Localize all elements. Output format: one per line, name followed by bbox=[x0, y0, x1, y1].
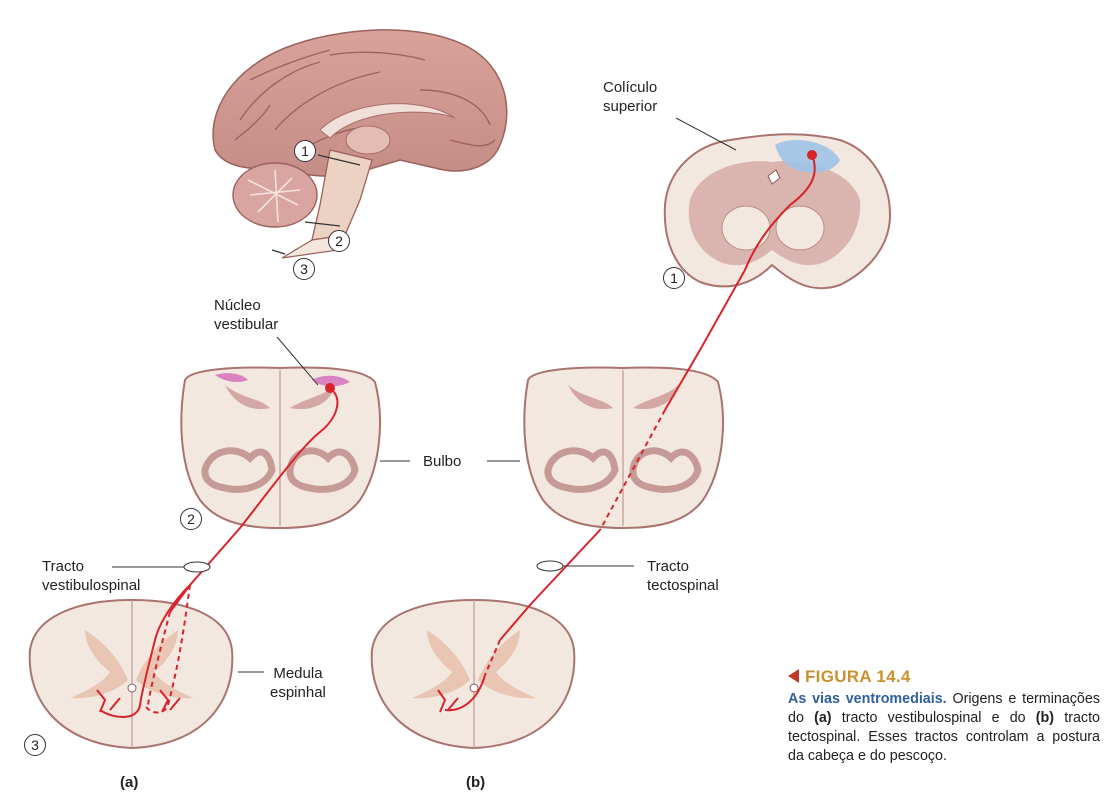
tract-oval-a bbox=[183, 561, 211, 573]
marker-2-medulla: 2 bbox=[180, 508, 202, 530]
caption-title: As vias ventromediais. bbox=[788, 691, 947, 707]
label-coliculo-line1: Colículo bbox=[603, 79, 658, 96]
label-tracto-vest-line1: Tracto bbox=[42, 558, 84, 575]
leader-lines bbox=[112, 117, 737, 673]
superior-colliculus-dot bbox=[807, 150, 817, 160]
label-coliculo-line2: superior bbox=[603, 98, 658, 115]
label-nucleo-line2: vestibular bbox=[214, 316, 279, 333]
vestibulospinal-pathway bbox=[96, 387, 339, 718]
label-tracto-vest-line2: vestibulospinal bbox=[42, 577, 141, 594]
caption-heading: FIGURA 14.4 bbox=[788, 667, 1100, 687]
label-nucleo-vestibular: Núcleo vestibular bbox=[214, 296, 278, 334]
label-tracto-tectospinal: Tracto tectospinal bbox=[647, 557, 719, 595]
vestibular-nucleus-dot bbox=[325, 383, 335, 393]
midbrain-section bbox=[663, 133, 892, 290]
figure-caption: FIGURA 14.4 As vias ventromediais. Orige… bbox=[788, 667, 1100, 766]
marker-1-midbrain: 1 bbox=[663, 267, 685, 289]
spinal-cord-section-a bbox=[28, 598, 234, 750]
caption-ref-a: (a) bbox=[814, 710, 832, 726]
marker-1-brain: 1 bbox=[294, 140, 316, 162]
label-nucleo-line1: Núcleo bbox=[214, 297, 261, 314]
label-medula-espinhal: Medula espinhal bbox=[270, 664, 326, 702]
panel-label-a: (a) bbox=[120, 774, 139, 791]
tract-oval-b bbox=[536, 560, 564, 572]
caption-ref-b: (b) bbox=[1035, 710, 1055, 726]
label-bulbo: Bulbo bbox=[423, 453, 462, 470]
label-medula-line1: Medula bbox=[273, 665, 323, 682]
caption-text-3: tracto tectospinal. Esses tractos contro… bbox=[788, 710, 1100, 764]
label-tracto-tect-line2: tectospinal bbox=[647, 577, 719, 594]
caption-figure-number: FIGURA 14.4 bbox=[805, 667, 911, 686]
tectospinal-pathway bbox=[437, 154, 816, 713]
medulla-section-b bbox=[523, 366, 724, 530]
caption-text-1: Origens e terminações do bbox=[788, 691, 1100, 726]
caption-triangle-icon bbox=[788, 669, 799, 683]
brain-sagittal-illustration bbox=[212, 29, 508, 259]
caption-body: As vias ventromediais. Origens e termina… bbox=[788, 690, 1100, 766]
marker-2-brain: 2 bbox=[328, 230, 350, 252]
label-tracto-tect-line1: Tracto bbox=[647, 558, 689, 575]
label-tracto-vestibulospinal: Tracto vestibulospinal bbox=[42, 557, 140, 595]
medulla-section-a bbox=[180, 366, 381, 530]
marker-3-spinal: 3 bbox=[24, 734, 46, 756]
marker-3-brain: 3 bbox=[293, 258, 315, 280]
caption-text-2: tracto vestibulospinal e do bbox=[831, 710, 1036, 726]
label-medula-line2: espinhal bbox=[270, 684, 326, 701]
spinal-cord-section-b bbox=[370, 598, 576, 750]
label-coliculo-superior: Colículo superior bbox=[603, 78, 657, 116]
panel-label-b: (b) bbox=[466, 774, 486, 791]
